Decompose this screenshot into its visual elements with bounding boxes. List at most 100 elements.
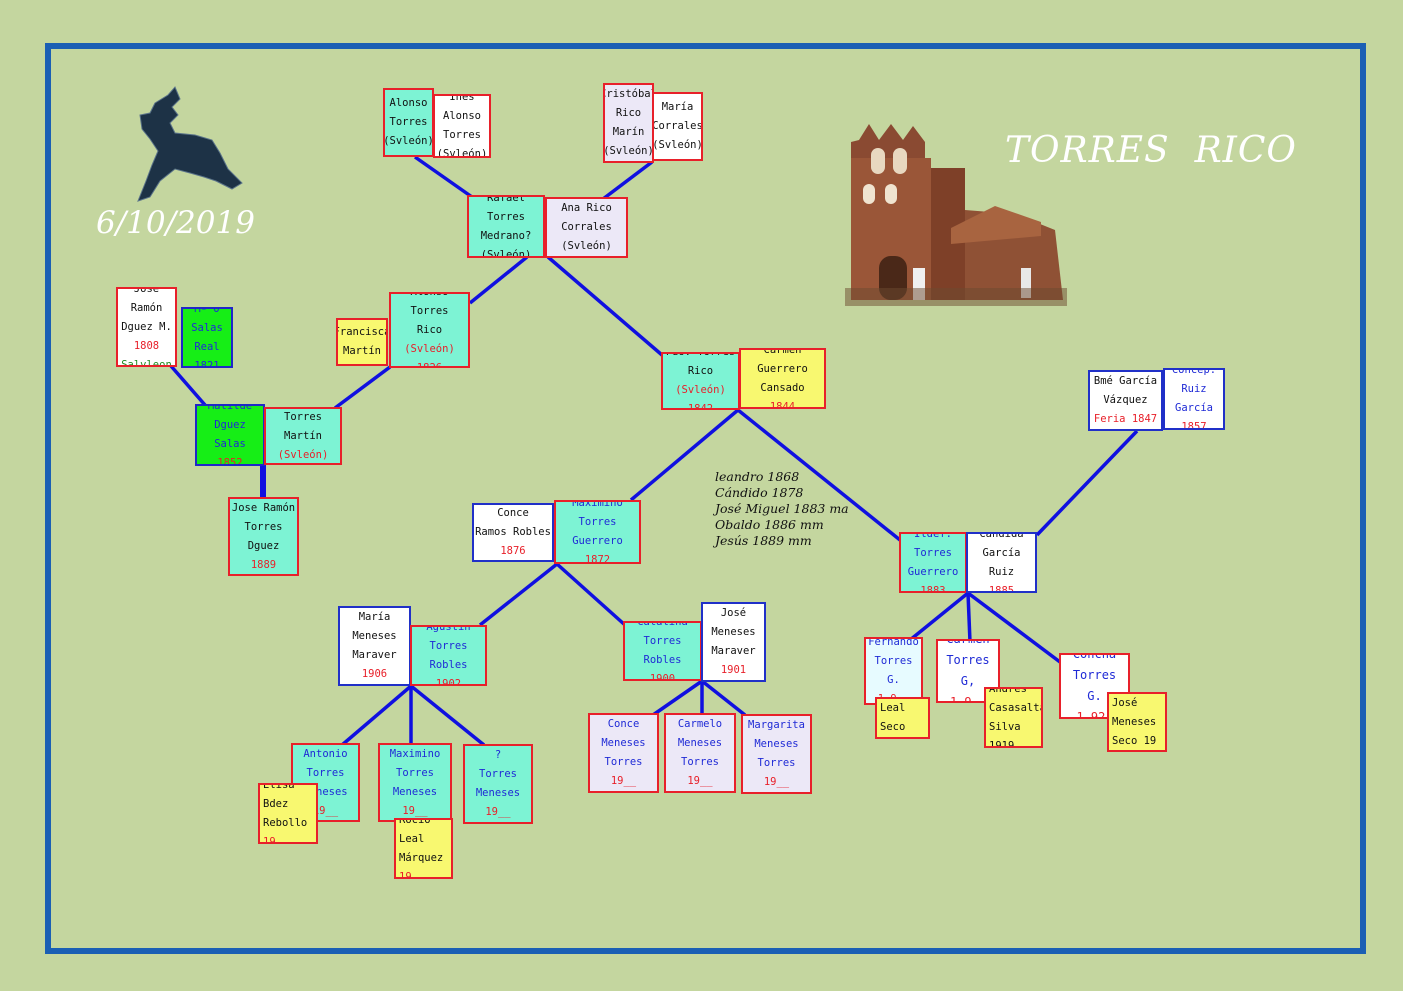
line: Martín xyxy=(284,427,322,446)
line: 1808 xyxy=(134,337,159,356)
line: Meneses xyxy=(1112,713,1156,732)
line: Andrés xyxy=(989,687,1027,699)
person-alonso-torres-rico[interactable]: Alonso Torres Rico (Svleón) 1826 xyxy=(389,292,470,368)
date-label: 6/10/2019 xyxy=(96,205,255,241)
line: Seco 1.9_ xyxy=(880,718,927,739)
line: 1901 xyxy=(721,661,746,680)
person-francisca-martin[interactable]: Francisca Martín xyxy=(336,318,388,366)
line: María xyxy=(662,98,694,117)
person-jose-ramon-torres-dguez[interactable]: Jose Ramón Torres Dguez 1889 xyxy=(228,497,299,576)
line: (Svleón) xyxy=(481,246,532,259)
line: 19__ xyxy=(687,772,712,791)
note-1: leandro 1868 xyxy=(715,469,849,485)
line: Marín xyxy=(613,123,645,142)
person-ildef-torres-guerrero[interactable]: Ildef. Torres Guerrero 1883 xyxy=(899,532,967,593)
person-conce-meneses-torres[interactable]: Conce Meneses Torres 19__ xyxy=(588,713,659,793)
line: Medrano? xyxy=(481,227,532,246)
line: Rafael Torres xyxy=(470,195,542,227)
line: Torres xyxy=(758,754,796,773)
person-candida-garcia-ruiz[interactable]: Cándida García Ruiz 1885 xyxy=(966,532,1037,593)
person-maria-corrales[interactable]: María Corrales (Svleón) xyxy=(652,92,703,161)
line: Alonso Torres xyxy=(267,407,339,427)
line: Dguez Salas xyxy=(198,416,262,454)
line: Rebollo xyxy=(263,814,307,833)
line: Salvleon xyxy=(121,356,172,368)
person-alonso-torres-martin[interactable]: Alonso Torres Martín (Svleón) 1856 xyxy=(264,407,342,465)
line: 19__ xyxy=(263,833,288,845)
line: Corrales xyxy=(652,117,703,136)
person-elisa-bdez-rebollo[interactable]: Elisa Bdez Rebollo 19__ xyxy=(258,783,318,844)
person-rafael-torres-medrano[interactable]: Rafael Torres Medrano? (Svleón) xyxy=(467,195,545,258)
person-andres-casasaltas-silva[interactable]: Andrés Casasaltas Silva 1919 xyxy=(984,687,1043,748)
note-2: Cándido 1878 xyxy=(715,485,849,501)
line: Maraver xyxy=(711,642,755,661)
person-unknown-torres-meneses[interactable]: ? Torres Meneses 19__ xyxy=(463,744,533,824)
line: Elisa Bdez xyxy=(263,783,315,814)
person-conce-ramos-robles[interactable]: Conce Ramos Robles 1876 xyxy=(472,503,554,562)
line: Luisa Leal xyxy=(880,697,927,718)
line: Maximino xyxy=(572,500,623,513)
line: 1906 xyxy=(362,665,387,684)
person-jose-ramon-dguez-m[interactable]: Jose Ramón Dguez M. 1808 Salvleon xyxy=(116,287,177,367)
person-ana-rico-corrales[interactable]: Ana Rico Corrales (Svleón) xyxy=(545,197,628,258)
person-bme-garcia-vazquez[interactable]: Bmé García Vázquez Feria 1847 xyxy=(1088,370,1163,431)
line: Rico xyxy=(688,362,713,381)
line: Casasaltas xyxy=(989,699,1043,718)
line: (Svleón) 1856 xyxy=(267,446,339,466)
line: Catalina Torres xyxy=(626,621,699,651)
person-ines-alonso-torres[interactable]: Inés Alonso Torres (Svleón) xyxy=(433,94,491,158)
line: Rico xyxy=(616,104,641,123)
person-margarita-meneses-torres[interactable]: Margarita Meneses Torres 19__ xyxy=(741,714,812,794)
line: Conce xyxy=(497,504,529,523)
line: 1852 xyxy=(217,454,242,466)
line: Fernando xyxy=(868,637,919,652)
line: Torres G, xyxy=(939,650,997,692)
line: Robles xyxy=(644,651,682,670)
line: Matilde xyxy=(208,404,252,416)
person-rocio-leal-marquez[interactable]: Rocío Leal Márquez 19__ xyxy=(394,818,453,879)
line: Rico xyxy=(417,321,442,340)
person-concep-ruiz-garcia[interactable]: Concep. Ruiz García 1857 xyxy=(1163,368,1225,430)
person-ma-salas-real[interactable]: Mª O Salas Real 1821 xyxy=(181,307,233,368)
line: 1900 xyxy=(650,670,675,681)
line: Cansado xyxy=(760,379,804,398)
line: María xyxy=(359,608,391,627)
line: Meneses xyxy=(601,734,645,753)
person-agustin-torres-robles[interactable]: Agustín Torres Robles 1902 xyxy=(410,625,487,686)
line: Torres xyxy=(681,753,719,772)
person-carmelo-meneses-torres[interactable]: Carmelo Meneses Torres 19__ xyxy=(664,713,736,793)
person-fdo-torres-rico[interactable]: Fdo. Torres Rico (Svleón) 1842 xyxy=(661,352,740,410)
person-maximino-torres-meneses[interactable]: Maximino Torres Meneses 19__ xyxy=(378,743,452,822)
line: Fdo. Torres xyxy=(666,352,736,362)
line: Antonio xyxy=(303,745,347,764)
line: Dguez xyxy=(248,537,280,556)
line: Agustín Torres xyxy=(413,625,484,656)
line: Meneses xyxy=(678,734,722,753)
line: Seco 19 xyxy=(1112,732,1156,751)
person-maria-meneses-maraver[interactable]: María Meneses Maraver 1906 xyxy=(338,606,411,686)
notes-list: leandro 1868 Cándido 1878 José Miguel 18… xyxy=(715,469,849,549)
person-jose-meneses-seco[interactable]: José Meneses Seco 19 xyxy=(1107,692,1167,752)
line: Meneses xyxy=(476,784,520,803)
line: Torres xyxy=(307,764,345,783)
person-catalina-torres-robles[interactable]: Catalina Torres Robles 1900 xyxy=(623,621,702,681)
person-cristobal-rico-marin[interactable]: Cristóbal Rico Marín (Svleón) xyxy=(603,83,654,163)
line: Cristóbal xyxy=(603,85,654,104)
person-matilde-dguez-salas[interactable]: Matilde Dguez Salas 1852 xyxy=(195,404,265,466)
line: Guerrero xyxy=(908,563,959,582)
line: Márquez xyxy=(399,849,443,868)
line: Ramos Robles xyxy=(475,523,551,542)
person-jose-meneses-maraver[interactable]: José Meneses Maraver 1901 xyxy=(701,602,766,682)
line: 1844 xyxy=(770,398,795,410)
person-alonso-torres-svleon[interactable]: Alonso Torres (Svleón) xyxy=(383,88,434,157)
line: Francisca xyxy=(336,323,388,342)
line: (Svleón) xyxy=(652,136,703,155)
line: Carmen Guerrero xyxy=(742,348,823,379)
person-fernando-torres-g[interactable]: Fernando Torres G. 1.9__ xyxy=(864,637,923,705)
line: José xyxy=(721,604,746,623)
line: Salas xyxy=(191,319,223,338)
line: (Svleón) xyxy=(603,142,654,161)
person-luisa-leal-seco[interactable]: Luisa Leal Seco 1.9_ xyxy=(875,697,930,739)
person-maximino-torres-guerrero[interactable]: Maximino Torres Guerrero 1872 xyxy=(554,500,641,564)
person-carmen-guerrero-cansado[interactable]: Carmen Guerrero Cansado 1844 xyxy=(739,348,826,409)
